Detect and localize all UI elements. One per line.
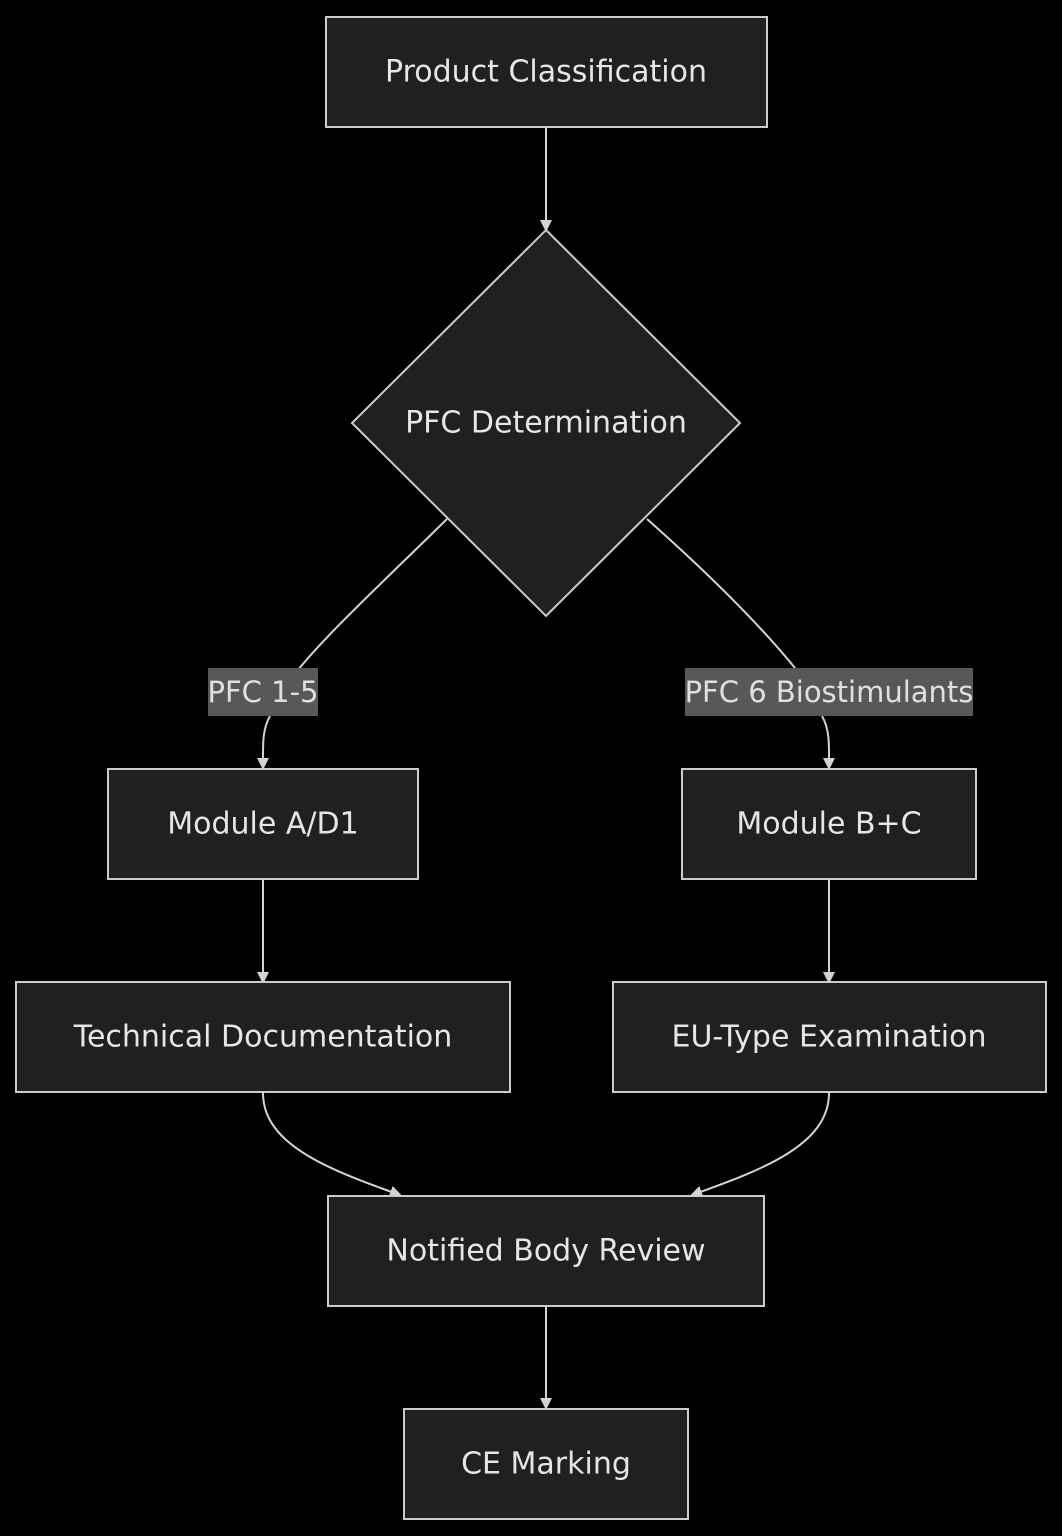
edge-label-pfc-6-text: PFC 6 Biostimulants xyxy=(685,675,974,709)
decision-diamond xyxy=(350,228,742,618)
node-ce-marking-label: CE Marking xyxy=(461,1447,631,1482)
edge-pfc-1-5-to-module-a-d1 xyxy=(256,715,271,770)
edge-label-pfc-1-5: PFC 1-5 xyxy=(207,668,319,716)
node-technical-documentation-box xyxy=(15,981,511,1093)
edges xyxy=(256,127,836,1410)
edge-label-pfc-6-biostimulants: PFC 6 Biostimulants xyxy=(685,668,974,716)
edge-label-pfc-1-5-background xyxy=(208,668,318,716)
node-module-b-c: Module B+C xyxy=(681,768,977,880)
node-module-b-c-label: Module B+C xyxy=(736,807,921,842)
node-technical-documentation: Technical Documentation xyxy=(15,981,511,1093)
edge-determination-to-pfc-6 xyxy=(646,518,796,669)
edge-determination-to-pfc-1-5 xyxy=(289,518,448,681)
edge-pfc-6-to-module-b-c xyxy=(821,715,836,770)
node-eu-type-examination-label: EU-Type Examination xyxy=(672,1020,987,1055)
node-pfc-determination: PFC Determination xyxy=(350,228,742,618)
edge-label-pfc-1-5-text: PFC 1-5 xyxy=(207,675,318,709)
node-product-classification-label: Product Classification xyxy=(385,55,707,90)
node-product-classification-box xyxy=(325,16,768,128)
node-notified-body-review: Notified Body Review xyxy=(327,1195,765,1307)
node-eu-type-examination-box xyxy=(612,981,1047,1093)
node-module-b-c-box xyxy=(681,768,977,880)
node-eu-type-examination: EU-Type Examination xyxy=(612,981,1047,1093)
node-technical-documentation-label: Technical Documentation xyxy=(73,1020,453,1055)
node-module-a-d1-box xyxy=(107,768,419,880)
node-notified-body-review-label: Notified Body Review xyxy=(386,1234,705,1269)
node-ce-marking: CE Marking xyxy=(403,1408,689,1520)
node-module-a-d1: Module A/D1 xyxy=(107,768,419,880)
node-pfc-determination-label: PFC Determination xyxy=(405,406,687,441)
node-module-a-d1-label: Module A/D1 xyxy=(167,807,358,842)
edge-label-pfc-6-background xyxy=(685,668,973,716)
edge-eu-type-examination-to-notified-body-review xyxy=(690,1092,830,1198)
node-ce-marking-box xyxy=(403,1408,689,1520)
edge-technical-documentation-to-notified-body-review xyxy=(262,1092,402,1198)
node-notified-body-review-box xyxy=(327,1195,765,1307)
node-product-classification: Product Classification xyxy=(325,16,768,128)
